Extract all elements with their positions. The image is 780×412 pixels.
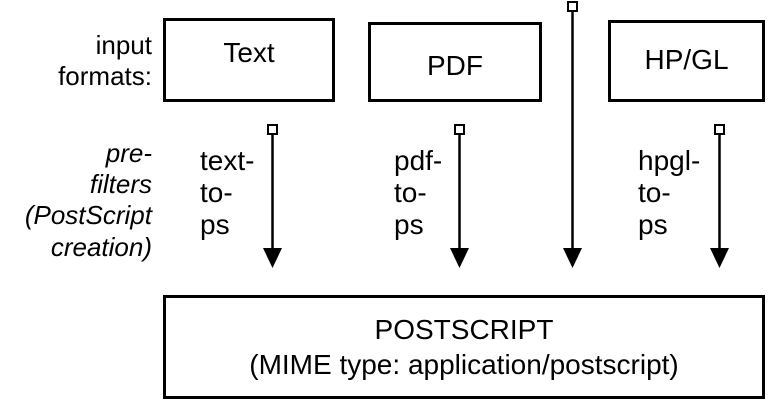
postscript-output-box: POSTSCRIPT (MIME type: application/posts…	[163, 295, 765, 399]
prefilters-label-line4: creation)	[50, 231, 152, 262]
prefilters-label: pre- filters (PostScript creation)	[0, 138, 152, 263]
input-box-pdf: PDF	[368, 22, 542, 102]
filter-hpgl-line3: ps	[638, 209, 668, 241]
input-box-hpgl: HP/GL	[608, 20, 765, 102]
filter-label-hpgl: hpgl- to- ps	[638, 145, 700, 242]
input-formats-label: input formats:	[40, 30, 152, 92]
filter-label-pdf: pdf- to- ps	[394, 145, 442, 242]
input-box-hpgl-label: HP/GL	[644, 44, 729, 75]
arrow-pdf-head	[450, 248, 469, 268]
arrow-pdf-start-square	[454, 124, 465, 135]
arrow-text-start-square	[267, 124, 278, 135]
filter-hpgl-line2: to-	[638, 177, 671, 209]
postscript-title: POSTSCRIPT	[374, 314, 554, 345]
filter-pdf-line3: ps	[394, 209, 424, 241]
arrow-text-head	[263, 248, 282, 268]
input-formats-label-line2: formats:	[58, 61, 152, 92]
postscript-mime-type: (MIME type: application/postscript)	[249, 349, 679, 380]
arrow-direct-start-square	[567, 1, 578, 12]
filter-text-line3: ps	[200, 209, 230, 241]
arrow-hpgl-to-ps	[710, 124, 729, 268]
prefilters-label-line3: (PostScript	[24, 200, 152, 231]
arrow-direct-head	[563, 248, 582, 268]
filter-hpgl-line1: hpgl-	[638, 145, 701, 176]
prefilters-label-line2: filters	[89, 169, 152, 200]
arrow-hpgl-head	[710, 248, 729, 268]
prefilters-label-line1: pre-	[105, 138, 152, 168]
arrow-text-to-ps	[263, 124, 282, 268]
filter-label-text: text- to- ps	[200, 145, 254, 242]
filter-text-line1: text-	[200, 145, 255, 176]
filter-text-line2: to-	[200, 177, 233, 209]
input-box-pdf-label: PDF	[427, 50, 483, 81]
input-box-text-label: Text	[223, 37, 275, 68]
filter-pdf-line1: pdf-	[394, 145, 443, 176]
arrow-pdf-to-ps	[450, 124, 469, 268]
input-box-text: Text	[163, 18, 335, 102]
filter-pdf-line2: to-	[394, 177, 427, 209]
arrow-direct-postscript	[563, 1, 582, 268]
input-formats-label-line1: input	[95, 30, 152, 60]
arrow-hpgl-start-square	[714, 124, 725, 135]
